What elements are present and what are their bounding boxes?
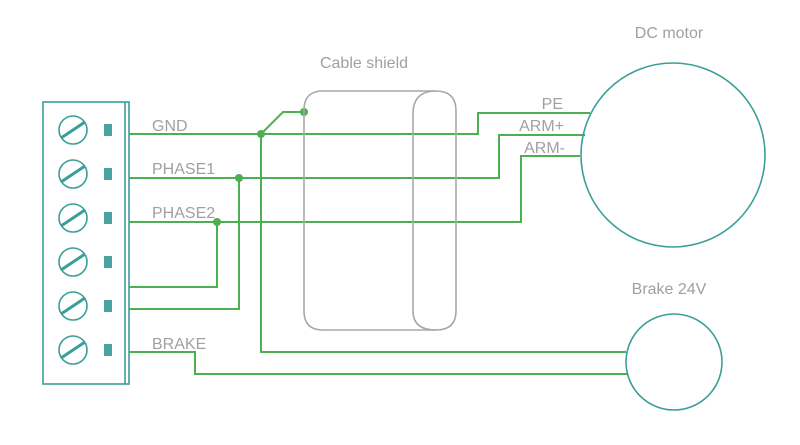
- terminal-2: [58, 159, 112, 189]
- junction-phase1: [235, 174, 243, 182]
- terminal-contact: [104, 300, 112, 312]
- screw-slot: [60, 120, 86, 140]
- label-cable-shield: Cable shield: [320, 55, 408, 72]
- screw-icon: [58, 335, 88, 365]
- terminal-6: [58, 335, 112, 365]
- label-brake: BRAKE: [152, 336, 206, 353]
- terminal-block: [42, 101, 130, 385]
- wire-jumper-phase2: [129, 222, 218, 288]
- wires: [129, 108, 627, 375]
- screw-icon: [58, 291, 88, 321]
- terminal-contact: [104, 124, 112, 136]
- cable-shield: [303, 90, 457, 331]
- wire-phase2: [129, 155, 580, 223]
- terminal-contact: [104, 256, 112, 268]
- cable-shield-inner: [412, 90, 437, 331]
- label-gnd: GND: [152, 118, 188, 135]
- terminal-contact: [104, 344, 112, 356]
- screw-slot: [60, 252, 86, 272]
- cable-shield-outline: [303, 90, 457, 331]
- terminal-3: [58, 203, 112, 233]
- wire-gnd-to-brake: [260, 134, 626, 353]
- label-brake-24v: Brake 24V: [632, 281, 707, 298]
- wire-brake: [129, 351, 627, 375]
- screw-slot: [60, 340, 86, 360]
- screw-icon: [58, 203, 88, 233]
- dc-motor: [580, 62, 766, 248]
- junction-gnd: [257, 130, 265, 138]
- terminal-block-body: [42, 101, 130, 385]
- screw-slot: [60, 208, 86, 228]
- terminal-4: [58, 247, 112, 277]
- screw-icon: [58, 247, 88, 277]
- label-pin-arm-plus: ARM+: [519, 118, 564, 135]
- label-pin-pe: PE: [542, 96, 563, 113]
- junction-phase2: [213, 218, 221, 226]
- terminal-5: [58, 291, 112, 321]
- brake-coil: [625, 313, 723, 411]
- label-phase1: PHASE1: [152, 161, 215, 178]
- terminal-1: [58, 115, 112, 145]
- wire-phase1: [129, 134, 585, 179]
- wire-jumper-phase1: [129, 178, 240, 310]
- screw-slot: [60, 164, 86, 184]
- label-dc-motor: DC motor: [635, 25, 704, 42]
- wire-shield-connection: [260, 111, 304, 135]
- label-pin-arm-minus: ARM-: [524, 140, 565, 157]
- screw-icon: [58, 159, 88, 189]
- screw-slot: [60, 296, 86, 316]
- terminal-contact: [104, 212, 112, 224]
- label-phase2: PHASE2: [152, 205, 215, 222]
- terminal-contact: [104, 168, 112, 180]
- screw-icon: [58, 115, 88, 145]
